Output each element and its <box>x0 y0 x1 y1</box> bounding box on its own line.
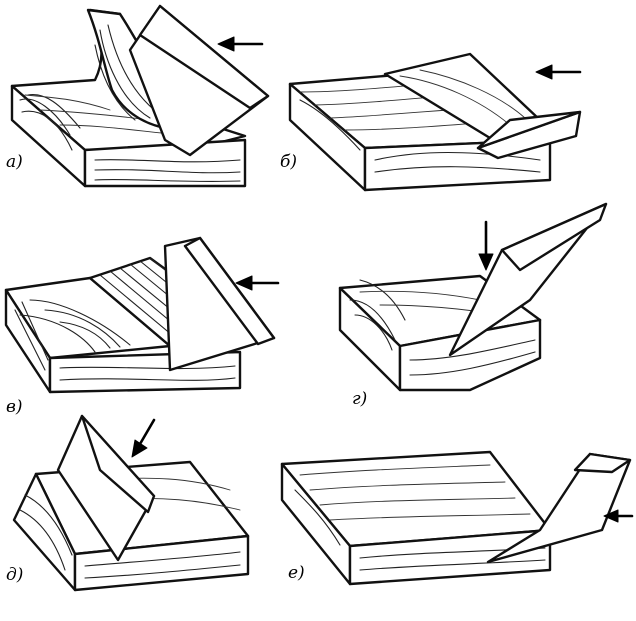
panel-g: г) <box>338 202 608 409</box>
panel-a-cutter <box>128 4 270 157</box>
panel-b-arrow <box>535 64 582 80</box>
panel-v-arrow <box>235 275 280 291</box>
panel-b-chip <box>383 52 542 140</box>
panel-d-label: д) <box>6 565 23 585</box>
panel-e-cutter <box>486 452 632 564</box>
panel-a: а) <box>6 4 270 188</box>
panel-g-cutter <box>448 202 608 357</box>
panel-v-label: в) <box>6 397 23 417</box>
panel-e-wood-block <box>280 450 552 586</box>
panel-a-arrow <box>217 36 264 52</box>
panel-d-cutter <box>56 414 156 562</box>
panel-b: б) <box>280 52 582 192</box>
panel-b-label: б) <box>280 152 297 172</box>
panel-v: в) <box>4 236 280 417</box>
panel-e-label: е) <box>288 563 305 583</box>
panel-g-label: г) <box>352 389 367 409</box>
panel-b-cutter <box>476 110 582 160</box>
panel-e-arrow <box>603 509 634 523</box>
panel-d: д) <box>6 414 250 592</box>
panel-v-cutter <box>163 236 276 372</box>
panel-e: е) <box>280 450 634 586</box>
panel-d-arrow <box>131 418 156 458</box>
panel-g-arrow <box>478 220 494 271</box>
panel-a-label: а) <box>6 152 23 172</box>
